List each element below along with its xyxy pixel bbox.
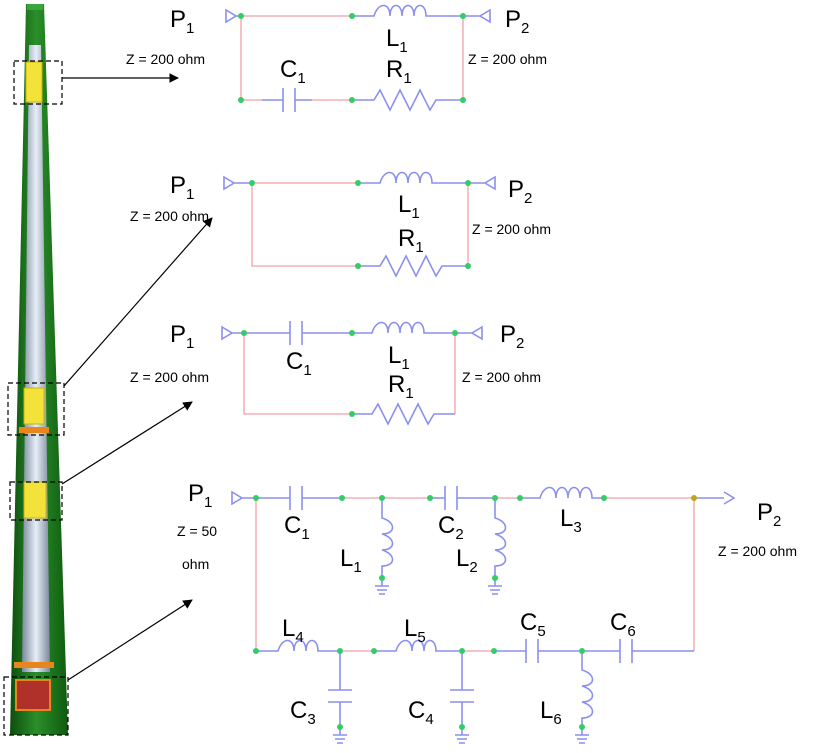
c4-l1-label: L1 [340, 545, 362, 576]
c4-p2-impedance: Z = 200 ohm [718, 543, 797, 559]
feed-ring-2 [19, 427, 49, 433]
feed-ring-4 [14, 662, 54, 668]
c4-l4-label: L4 [282, 615, 304, 646]
antenna-tip [27, 4, 43, 10]
circuit-1: P1 Z = 200 ohm P2 Z = 200 ohm C1 L1 R1 [126, 4, 547, 112]
c3-l1-label: L1 [388, 342, 410, 373]
c2-l1-label: L1 [398, 191, 420, 222]
c4-p1-label: P1 [188, 480, 212, 511]
c4-c4-label: C4 [408, 697, 434, 728]
c2-p1-impedance: Z = 200 ohm [130, 208, 209, 224]
c2-r1-label: R1 [398, 225, 424, 256]
feed-section-4 [15, 679, 51, 711]
c1-c1-label: C1 [280, 56, 306, 87]
c3-p2-label: P2 [500, 321, 524, 352]
arrow-to-circuit-2 [63, 217, 213, 387]
feed-section-2 [23, 387, 45, 425]
c4-c1-label: C1 [284, 512, 310, 543]
circuit-4: P1 Z = 50 ohm P2 Z = 200 ohm C1 L1 C2 L2… [177, 480, 797, 744]
c4-c2-label: C2 [438, 512, 464, 543]
c1-p1-label: P1 [170, 6, 194, 37]
c4-l5-label: L5 [404, 615, 426, 646]
c1-r1-label: R1 [386, 56, 412, 87]
c3-r1-label: R1 [388, 371, 414, 402]
c3-c1-label: C1 [286, 348, 312, 379]
c3-p1-impedance: Z = 200 ohm [130, 369, 209, 385]
c1-p2-label: P2 [505, 6, 529, 37]
circuit-2: P1 Z = 200 ohm P2 Z = 200 ohm L1 R1 [130, 171, 551, 278]
c4-c6-label: C6 [610, 609, 636, 640]
circuit-3: P1 Z = 200 ohm P2 Z = 200 ohm C1 L1 R1 [130, 321, 541, 426]
feed-section-1 [25, 61, 43, 103]
highlight-box-1 [13, 60, 63, 105]
c2-p2-impedance: Z = 200 ohm [472, 221, 551, 237]
c4-c5-label: C5 [520, 609, 546, 640]
antenna-illustration [3, 4, 69, 736]
c4-p2-label: P2 [757, 499, 781, 530]
c4-c3-label: C3 [290, 697, 316, 728]
c3-p1-label: P1 [170, 321, 194, 352]
highlight-box-4 [3, 676, 69, 736]
c4-p1-impedance-line2: ohm [182, 556, 209, 572]
arrow-to-circuit-3 [61, 401, 193, 485]
c4-l2-label: L2 [456, 545, 478, 576]
highlight-box-3 [9, 481, 63, 521]
c4-p1-impedance-line1: Z = 50 [177, 523, 217, 539]
c2-p2-label: P2 [508, 176, 532, 207]
arrow-to-circuit-4 [67, 599, 193, 681]
feed-section-3 [23, 481, 47, 519]
c4-l3-label: L3 [560, 505, 582, 536]
c2-p1-label: P1 [170, 172, 194, 203]
c3-p2-impedance: Z = 200 ohm [462, 369, 541, 385]
c1-p2-impedance: Z = 200 ohm [468, 51, 547, 67]
highlight-box-2 [7, 382, 65, 436]
c4-l6-label: L6 [540, 697, 562, 728]
c1-p1-impedance: Z = 200 ohm [126, 51, 205, 67]
c1-l1-label: L1 [386, 25, 408, 56]
